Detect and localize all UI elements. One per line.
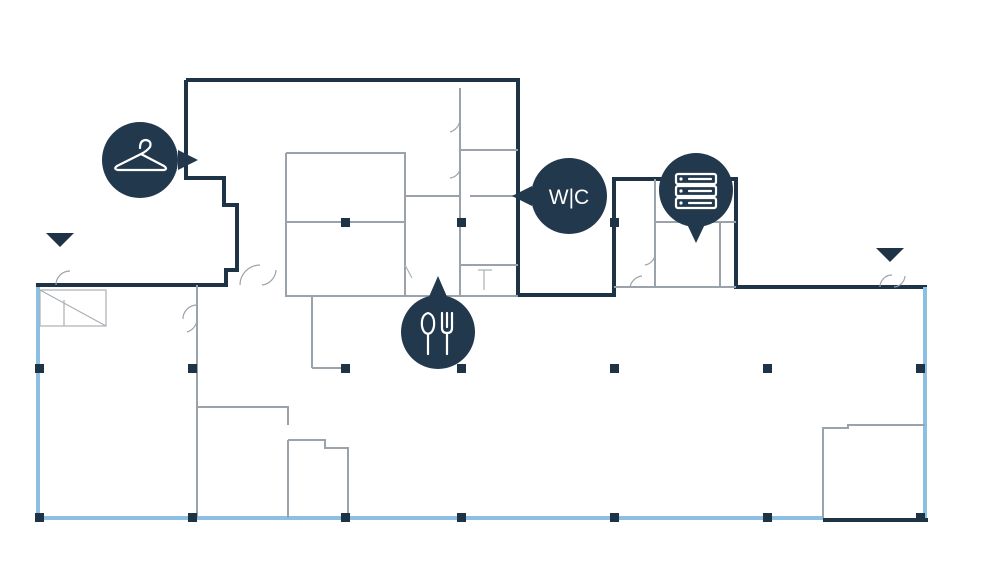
column bbox=[341, 364, 350, 373]
column bbox=[341, 218, 350, 227]
column bbox=[610, 364, 619, 373]
entrance-arrow-east[interactable] bbox=[876, 248, 904, 262]
column bbox=[916, 513, 925, 522]
server-marker[interactable] bbox=[659, 153, 733, 243]
column bbox=[35, 364, 44, 373]
server-rack-icon bbox=[674, 172, 718, 210]
column bbox=[457, 513, 466, 522]
door-swings bbox=[55, 119, 906, 333]
interior-walls bbox=[39, 88, 925, 518]
fork-knife-icon bbox=[420, 311, 454, 356]
wardrobe-marker[interactable] bbox=[102, 122, 198, 198]
wc-text-icon: W|C bbox=[549, 186, 589, 209]
column bbox=[610, 513, 619, 522]
column bbox=[457, 218, 466, 227]
restroom-marker[interactable]: W|C bbox=[512, 158, 607, 234]
upper-building-walls bbox=[72, 78, 927, 297]
coat-hanger-icon bbox=[114, 138, 168, 172]
exterior-windows bbox=[36, 285, 927, 520]
column bbox=[35, 513, 44, 522]
column bbox=[610, 218, 619, 227]
column bbox=[763, 364, 772, 373]
exterior-wall-segments bbox=[36, 283, 928, 522]
column bbox=[188, 364, 197, 373]
kitchen-marker[interactable] bbox=[401, 276, 475, 369]
column bbox=[457, 364, 466, 373]
entrance-arrow-west[interactable] bbox=[46, 233, 74, 247]
structural-columns bbox=[35, 218, 925, 522]
column bbox=[763, 513, 772, 522]
column bbox=[916, 364, 925, 373]
column bbox=[188, 513, 197, 522]
column bbox=[341, 513, 350, 522]
